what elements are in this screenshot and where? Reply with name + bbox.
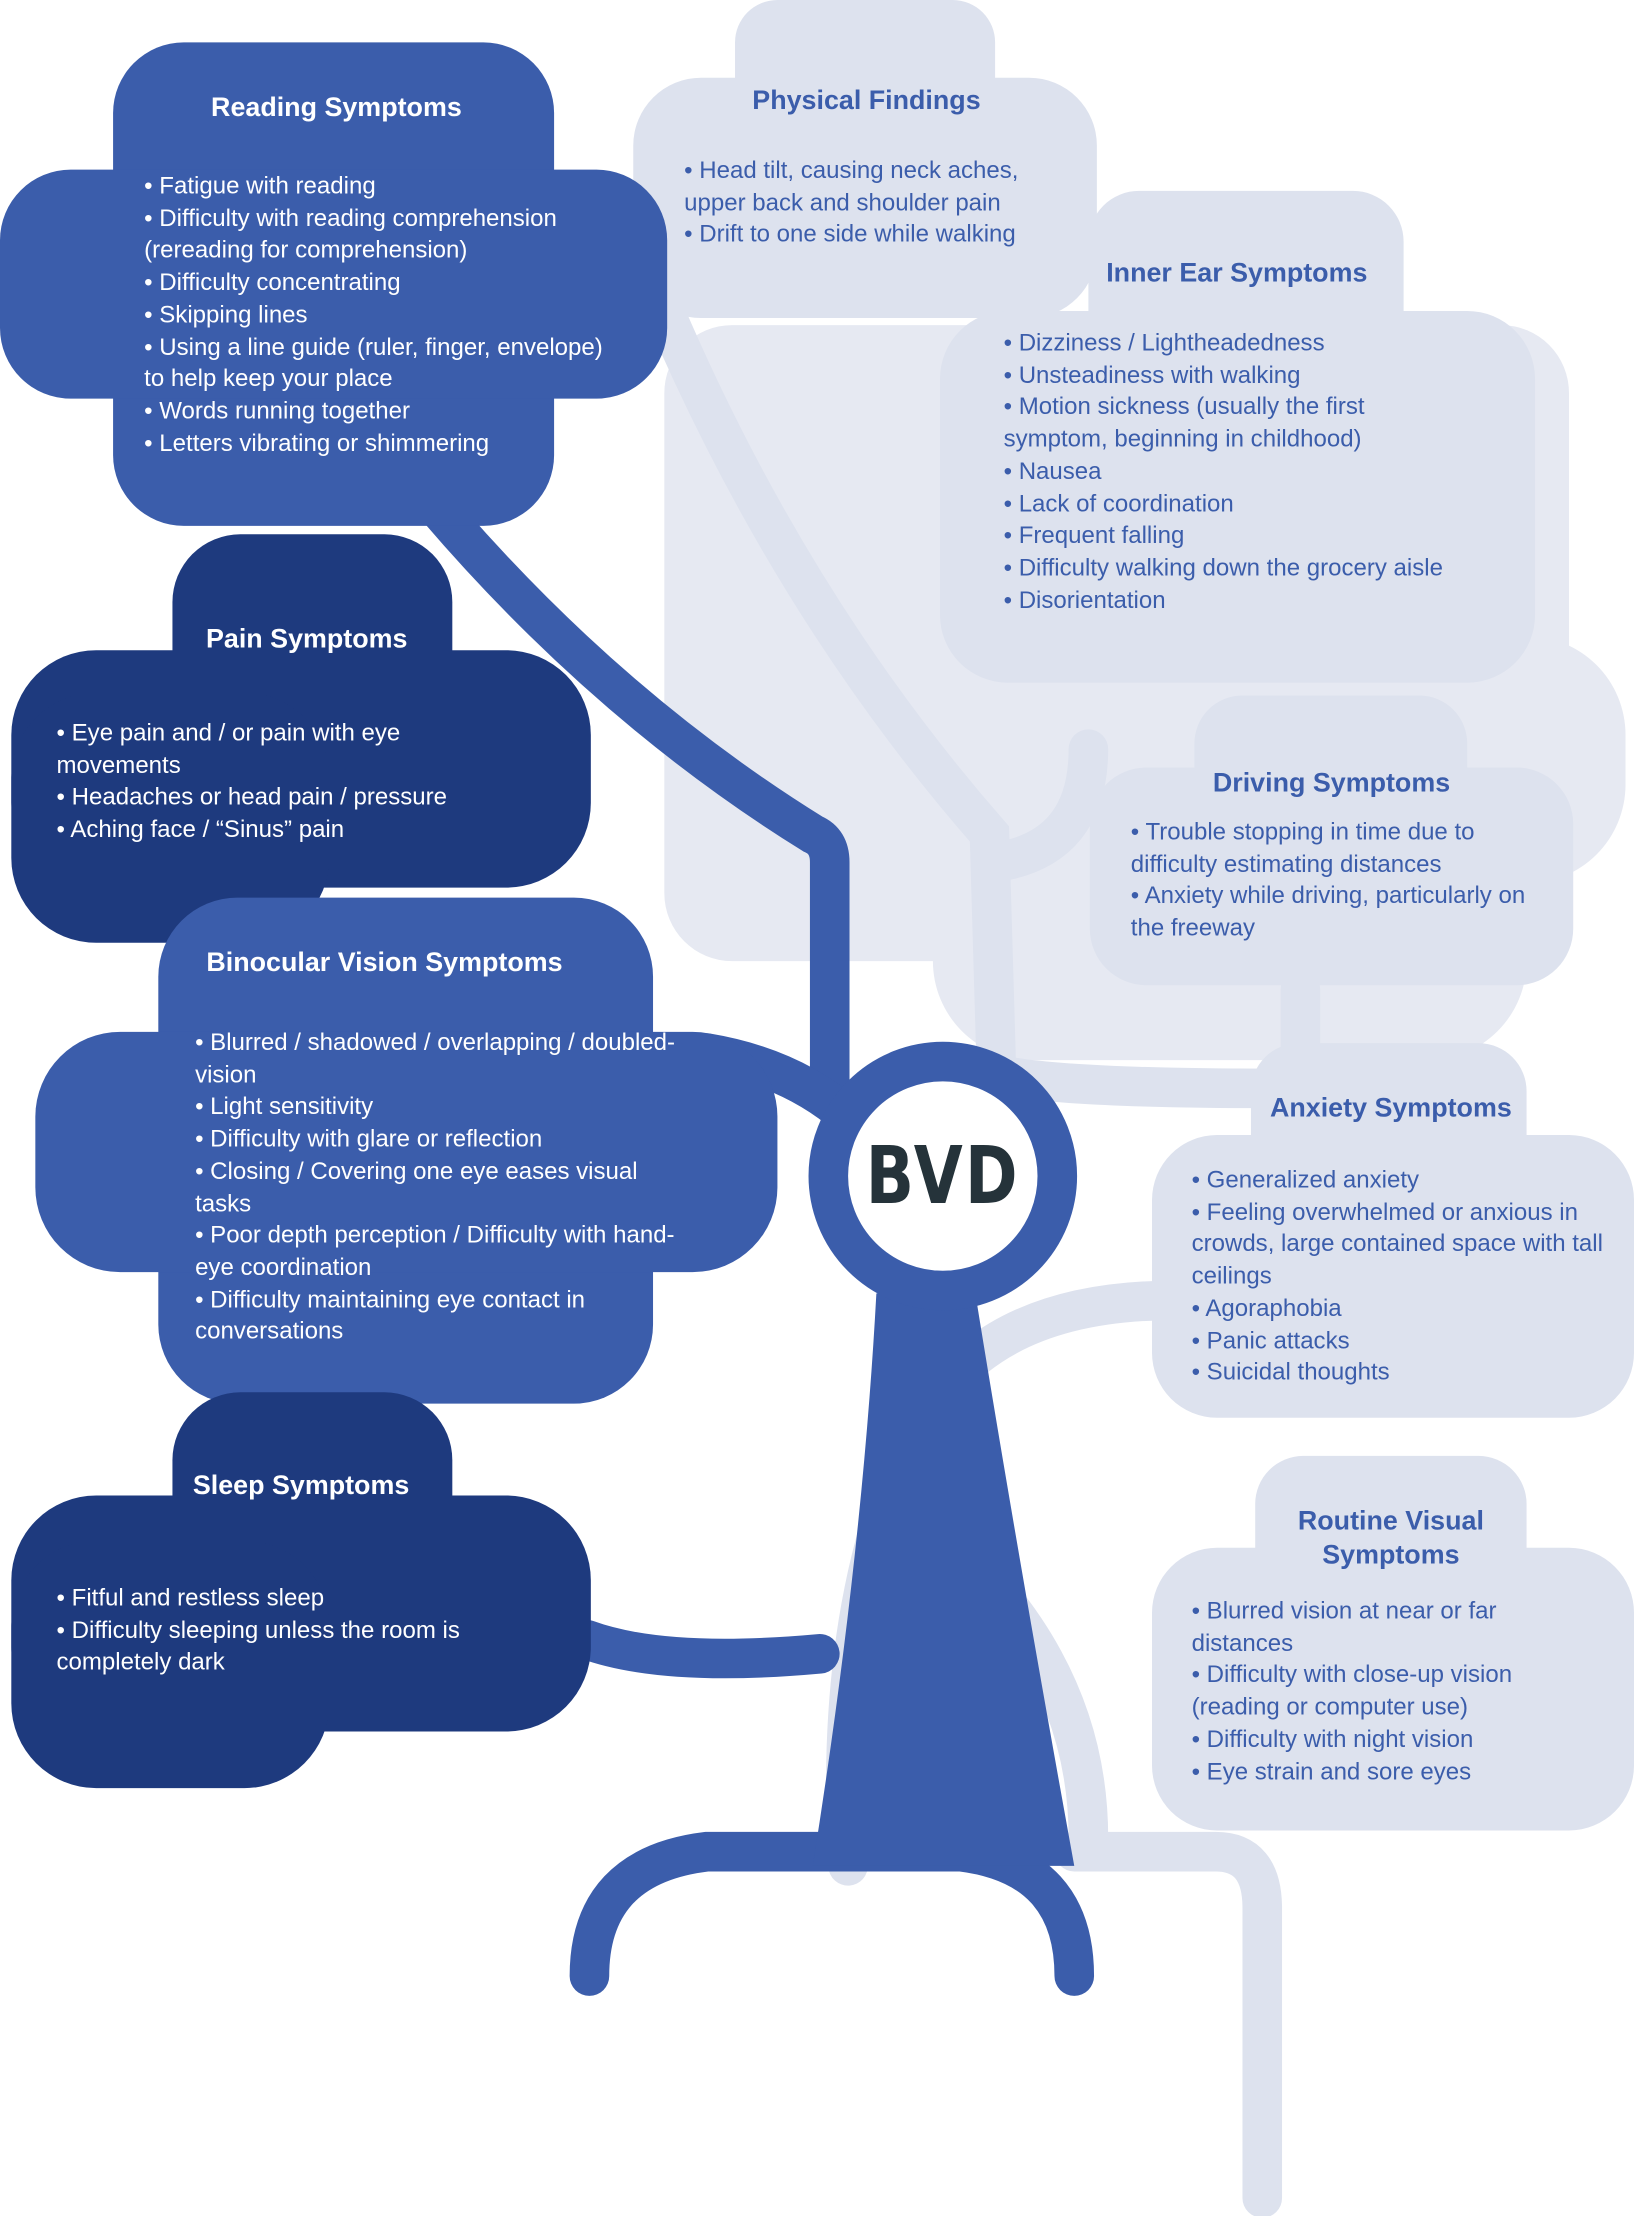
list-item: Closing / Covering one eye eases visual … xyxy=(195,1156,683,1220)
reading-branch xyxy=(418,489,850,1109)
list-item: Unsteadiness with walking xyxy=(1004,360,1470,392)
list-item: Blurred vision at near or far distances xyxy=(1192,1596,1602,1660)
list-item: Drift to one side while walking xyxy=(684,220,1066,252)
binocular-list: Blurred / shadowed / overlapping / doubl… xyxy=(195,1028,683,1349)
list-item: Generalized anxiety xyxy=(1192,1165,1623,1197)
list-item: Fatigue with reading xyxy=(144,171,625,203)
sleep-branch xyxy=(566,1619,840,1679)
list-item: Light sensitivity xyxy=(195,1092,683,1124)
anxiety-list: Generalized anxiety Feeling overwhelmed … xyxy=(1192,1165,1623,1390)
list-item: Headaches or head pain / pressure xyxy=(57,782,523,814)
tree-trunk xyxy=(812,1293,1075,1866)
reading-list: Fatigue with reading Difficulty with rea… xyxy=(144,171,625,460)
list-item: Difficulty with glare or reflection xyxy=(195,1124,683,1156)
list-item: Dizziness / Lightheadedness xyxy=(1004,328,1470,360)
list-item: Fitful and restless sleep xyxy=(57,1583,538,1615)
list-item: Letters vibrating or shimmering xyxy=(144,428,625,460)
list-item: Difficulty concentrating xyxy=(144,267,625,299)
binocular-title: Binocular Vision Symptoms xyxy=(206,948,563,979)
list-item: Difficulty with close-up vision (reading… xyxy=(1192,1660,1602,1724)
center-label: BVD xyxy=(865,1130,1020,1222)
light-branch xyxy=(1054,1831,1283,2216)
list-item: Feeling overwhelmed or anxious in crowds… xyxy=(1192,1197,1623,1293)
routine-list: Blurred vision at near or far distances … xyxy=(1192,1596,1602,1789)
reading-title: Reading Symptoms xyxy=(211,93,462,123)
list-item: Difficulty sleeping unless the room is c… xyxy=(57,1615,538,1679)
list-item: Panic attacks xyxy=(1192,1325,1623,1357)
physical-title: Physical Findings xyxy=(752,86,981,116)
list-item: Anxiety while driving, particularly on t… xyxy=(1131,881,1555,945)
list-item: Words running together xyxy=(144,396,625,428)
list-item: Frequent falling xyxy=(1004,520,1470,552)
inner-ear-title: Inner Ear Symptoms xyxy=(1106,258,1368,289)
list-item: Using a line guide (ruler, finger, envel… xyxy=(144,331,625,395)
sleep-title: Sleep Symptoms xyxy=(192,1471,410,1502)
list-item: Difficulty with night vision xyxy=(1192,1724,1602,1756)
list-item: Blurred / shadowed / overlapping / doubl… xyxy=(195,1028,683,1092)
list-item: Suicidal thoughts xyxy=(1192,1357,1623,1389)
list-item: Eye pain and / or pain with eye movement… xyxy=(57,718,523,782)
anxiety-title: Anxiety Symptoms xyxy=(1269,1094,1512,1124)
sleep-list: Fitful and restless sleep Difficulty sle… xyxy=(57,1583,538,1679)
list-item: Difficulty walking down the grocery aisl… xyxy=(1004,553,1470,585)
list-item: Poor depth perception / Difficulty with … xyxy=(195,1220,683,1284)
light-branch xyxy=(955,1280,1193,1377)
list-item: Difficulty with reading comprehension (r… xyxy=(144,203,625,267)
pain-list: Eye pain and / or pain with eye movement… xyxy=(57,718,523,846)
list-item: Difficulty maintaining eye contact in co… xyxy=(195,1284,683,1348)
list-item: Agoraphobia xyxy=(1192,1293,1623,1325)
root-arch xyxy=(569,1831,1095,1996)
list-item: Trouble stopping in time due to difficul… xyxy=(1131,817,1555,881)
driving-title: Driving Symptoms xyxy=(1212,768,1451,799)
list-item: Nausea xyxy=(1004,456,1470,488)
light-branch xyxy=(976,729,1109,883)
list-item: Head tilt, causing neck aches, upper bac… xyxy=(684,155,1066,219)
list-item: Eye strain and sore eyes xyxy=(1192,1756,1602,1788)
list-item: Disorientation xyxy=(1004,585,1470,617)
list-item: Motion sickness (usually the first sympt… xyxy=(1004,392,1470,456)
inner-ear-list: Dizziness / Lightheadedness Unsteadiness… xyxy=(1004,328,1470,617)
driving-list: Trouble stopping in time due to difficul… xyxy=(1131,817,1555,945)
pain-title: Pain Symptoms xyxy=(205,624,408,655)
list-item: Aching face / “Sinus” pain xyxy=(57,814,523,846)
light-branch xyxy=(644,291,1017,1095)
routine-title: Routine Visual Symptoms xyxy=(1297,1506,1484,1571)
center-circle xyxy=(808,1041,1078,1311)
physical-list: Head tilt, causing neck aches, upper bac… xyxy=(684,155,1066,251)
list-item: Skipping lines xyxy=(144,299,625,331)
list-item: Lack of coordination xyxy=(1004,488,1470,520)
